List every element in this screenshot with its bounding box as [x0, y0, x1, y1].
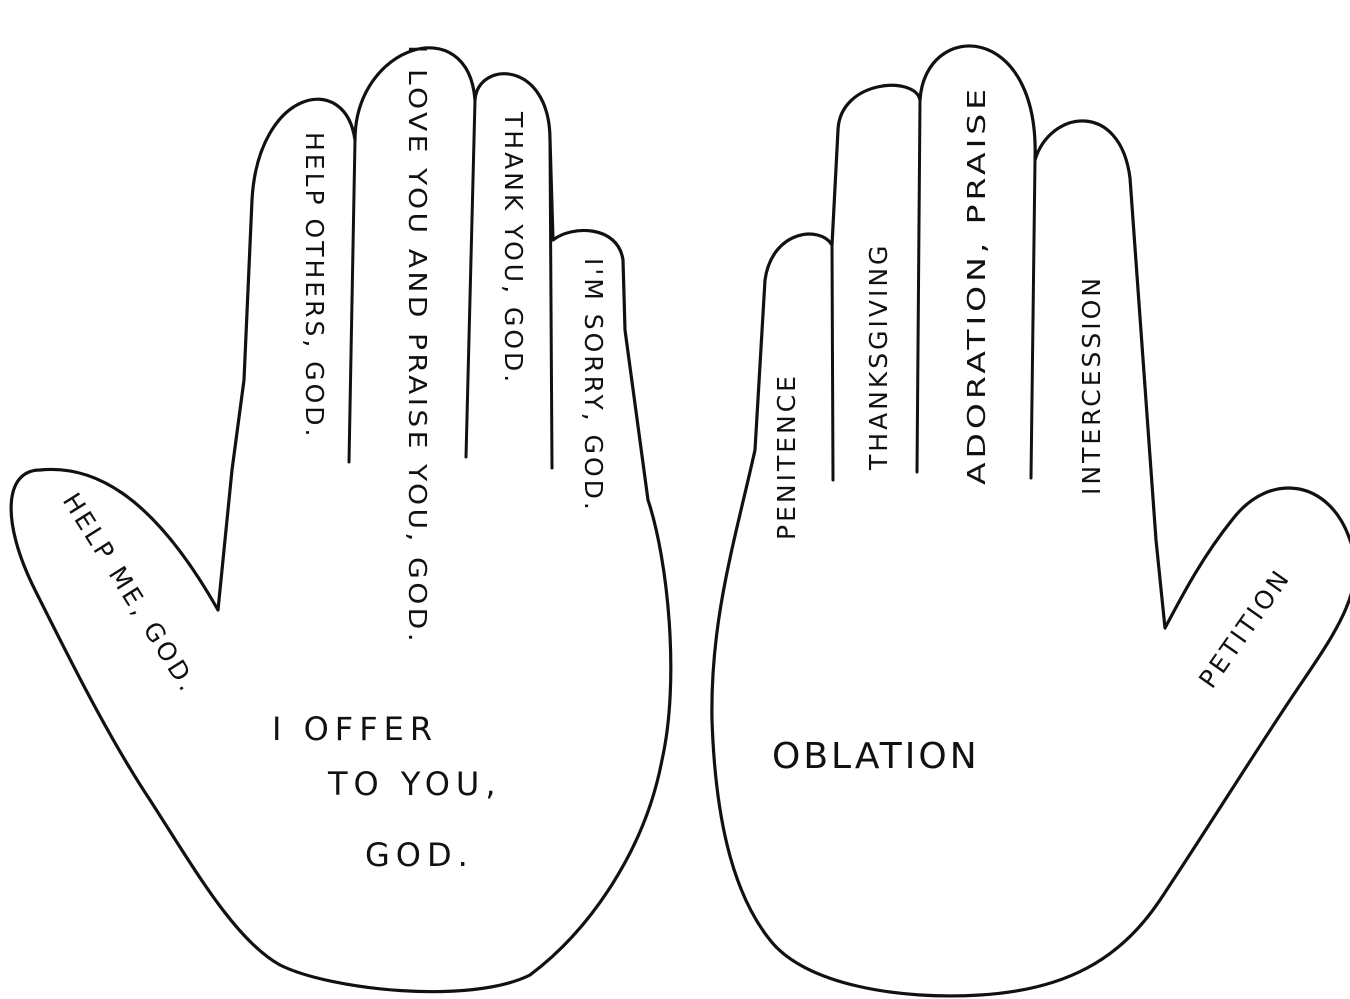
right-middle-index-crease [1031, 160, 1035, 478]
left-middle-label: I LOVE YOU AND PRAISE YOU, GOD. [403, 45, 432, 645]
right-little-label: PENITENCE [772, 373, 801, 540]
right-ring-middle-crease [917, 100, 920, 472]
left-index-label: HELP OTHERS, GOD. [300, 132, 329, 439]
left-middle-ring-crease [466, 100, 475, 457]
right-hand-outline [712, 46, 1350, 996]
left-palm-line-2: TO YOU, [327, 765, 501, 803]
right-hand: PENITENCE THANKSGIVING ADORATION, PRAISE… [712, 46, 1350, 996]
left-index-middle-crease [349, 140, 355, 462]
right-middle-label: ADORATION, PRAISE [962, 85, 991, 485]
right-ring-label: THANKSGIVING [864, 243, 893, 471]
right-index-label: INTERCESSION [1077, 275, 1106, 495]
left-thumb-label: HELP ME, GOD. [57, 488, 204, 698]
left-palm-line-3: GOD. [365, 836, 474, 874]
left-ring-label: THANK YOU, GOD. [499, 111, 528, 385]
left-little-label: I'M SORRY, GOD. [579, 258, 608, 513]
left-palm-line-1: I OFFER [272, 710, 438, 748]
right-little-ring-crease [832, 245, 833, 480]
right-thumb-label: PETITION [1193, 563, 1296, 693]
left-hand-outline [11, 48, 671, 992]
left-hand: HELP ME, GOD. HELP OTHERS, GOD. I LOVE Y… [11, 45, 671, 992]
left-ring-little-crease [550, 140, 552, 468]
right-palm-label: OBLATION [772, 736, 980, 777]
